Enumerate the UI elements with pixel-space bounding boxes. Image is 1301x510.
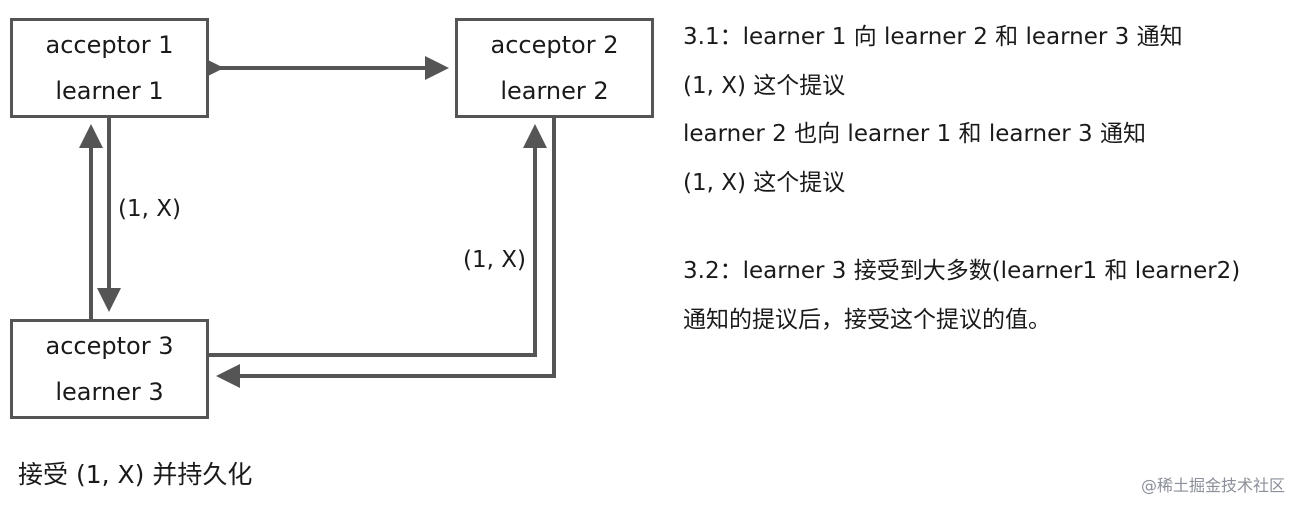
node-acceptor-3: acceptor 3 learner 3 (10, 319, 209, 419)
note-step-3-1: 3.1：learner 1 向 learner 2 和 learner 3 通知… (683, 22, 1183, 216)
node-label-learner: learner 2 (500, 77, 609, 105)
edge-label-left: (1, X) (118, 196, 181, 222)
arrow-n2-to-n3 (216, 118, 556, 388)
note-step-3-2: 3.2：learner 3 接受到大多数(learner1 和 learner2… (683, 256, 1240, 353)
node-label-acceptor: acceptor 3 (45, 332, 174, 360)
note-line: 3.2：learner 3 接受到大多数(learner1 和 learner2… (683, 258, 1241, 284)
watermark: @稀土掘金技术社区 (1140, 476, 1285, 495)
node-label-acceptor: acceptor 1 (45, 31, 174, 59)
edge-label-right: (1, X) (463, 247, 526, 273)
node-acceptor-2: acceptor 2 learner 2 (455, 18, 654, 118)
note-line: (1, X) 这个提议 (683, 169, 846, 196)
note-line: 3.1：learner 1 向 learner 2 和 learner 3 通知 (683, 24, 1183, 50)
note-line: 通知的提议后，接受这个提议的值。 (683, 306, 1051, 333)
note-line: (1, X) 这个提议 (683, 72, 846, 99)
node-label-acceptor: acceptor 2 (490, 31, 619, 59)
arrow-n3-to-n2 (209, 124, 547, 357)
persist-caption: 接受 (1, X) 并持久化 (18, 460, 253, 489)
note-line: learner 2 也向 learner 1 和 learner 3 通知 (683, 121, 1146, 147)
node-label-learner: learner 3 (55, 378, 164, 406)
node-acceptor-1: acceptor 1 learner 1 (10, 18, 209, 118)
node-label-learner: learner 1 (55, 77, 164, 105)
